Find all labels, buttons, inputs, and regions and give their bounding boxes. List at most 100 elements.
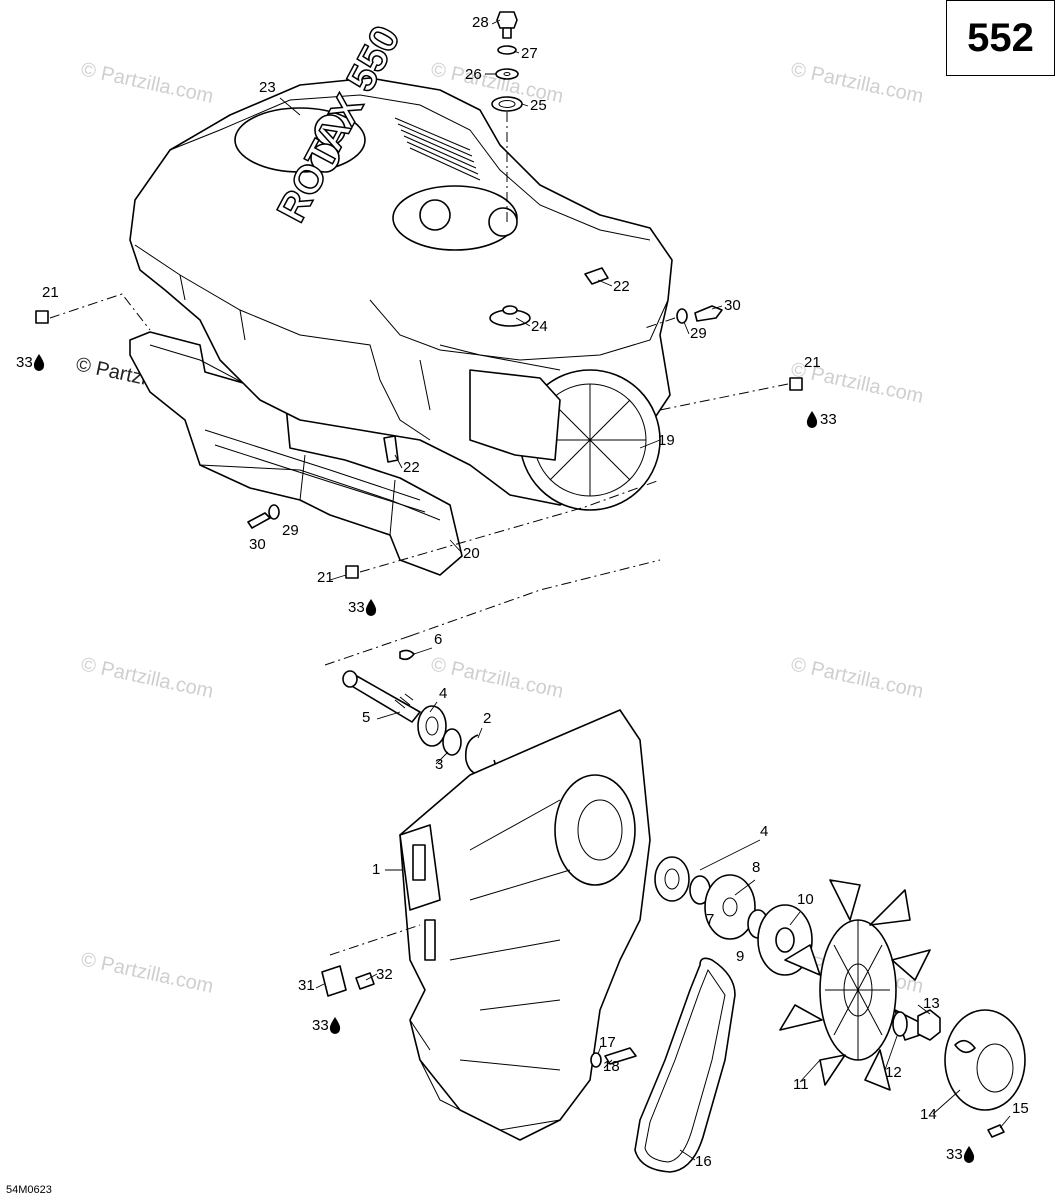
callout-label: 13: [923, 995, 940, 1012]
watermark-text: © Partzilla.com: [79, 948, 215, 998]
callout-33[interactable]: 33: [806, 411, 837, 428]
bearing-4-upper-inner: [425, 716, 439, 736]
watermark-text: © Partzilla.com: [429, 653, 565, 703]
callout-label: 9: [736, 948, 744, 965]
screw-30-right[interactable]: [694, 305, 723, 322]
cooling-fan-11[interactable]: [779, 879, 936, 1091]
callout-7[interactable]: 7: [706, 911, 714, 928]
callout-label: 33: [312, 1017, 329, 1034]
callout-33[interactable]: 33: [946, 1146, 975, 1163]
woodruff-key-6[interactable]: [399, 649, 415, 661]
page-number: 552: [967, 15, 1034, 60]
callout-30[interactable]: 30: [249, 536, 266, 553]
callout-label: 22: [613, 278, 630, 295]
callout-4[interactable]: 4: [439, 685, 447, 702]
callout-label: 8: [752, 859, 760, 876]
screw-15[interactable]: [987, 1124, 1005, 1138]
callout-1[interactable]: 1: [372, 861, 380, 878]
callout-33[interactable]: 33: [16, 354, 45, 371]
callout-6[interactable]: 6: [434, 631, 442, 648]
callout-5[interactable]: 5: [362, 709, 370, 726]
washer-17[interactable]: [590, 1052, 602, 1068]
callout-10[interactable]: 10: [797, 891, 814, 908]
callout-29[interactable]: 29: [690, 325, 707, 342]
callout-label: 21: [42, 284, 59, 301]
callout-24[interactable]: 24: [531, 318, 548, 335]
callout-9[interactable]: 9: [736, 948, 744, 965]
callout-21[interactable]: 21: [317, 569, 334, 586]
callout-21[interactable]: 21: [42, 284, 59, 301]
callout-28[interactable]: 28: [472, 14, 489, 31]
drive-belt-16[interactable]: [634, 957, 736, 1173]
callout-8[interactable]: 8: [752, 859, 760, 876]
callout-29[interactable]: 29: [282, 522, 299, 539]
callout-2[interactable]: 2: [483, 710, 491, 727]
callout-22[interactable]: 22: [613, 278, 630, 295]
callout-33[interactable]: 33: [312, 1017, 341, 1034]
pulley-half-8[interactable]: [704, 874, 756, 940]
callout-3[interactable]: 3: [435, 756, 443, 773]
callout-26[interactable]: 26: [465, 66, 482, 83]
callout-17[interactable]: 17: [599, 1034, 616, 1051]
screw-30-left[interactable]: [247, 512, 271, 529]
clamp-31[interactable]: [321, 965, 347, 997]
washer-27[interactable]: [497, 45, 517, 55]
callout-label: 21: [804, 354, 821, 371]
callout-13[interactable]: 13: [923, 995, 940, 1012]
callout-21[interactable]: 21: [804, 354, 821, 371]
bolt-28-shank: [502, 27, 512, 39]
fan-cover-cap-opening: [954, 1039, 976, 1054]
callout-14[interactable]: 14: [920, 1106, 937, 1123]
washer-29-left[interactable]: [268, 504, 280, 520]
cable-clip-lower[interactable]: [383, 435, 399, 463]
screw-21-left[interactable]: [35, 310, 49, 324]
fan-housing-mount-centerline: [329, 924, 421, 956]
callout-15[interactable]: 15: [1012, 1100, 1029, 1117]
callout-23[interactable]: 23: [259, 79, 276, 96]
callout-20[interactable]: 20: [463, 545, 480, 562]
callout-label: 20: [463, 545, 480, 562]
washer-26[interactable]: [495, 68, 519, 80]
callout-25[interactable]: 25: [530, 97, 547, 114]
callout-19[interactable]: 19: [658, 432, 675, 449]
cable-clip-upper[interactable]: [584, 267, 609, 285]
air-shroud-assembly: ROTAX 550: [129, 18, 673, 576]
fan-housing-bore: [554, 774, 636, 886]
callout-label: 11: [793, 1076, 809, 1093]
callout-12[interactable]: 12: [885, 1064, 902, 1081]
callout-30[interactable]: 30: [724, 297, 741, 314]
callout-4[interactable]: 4: [760, 823, 768, 840]
callout-label: 30: [724, 297, 741, 314]
shroud-window-frame: [419, 344, 561, 411]
washer-29-right[interactable]: [676, 308, 688, 324]
bearing-4-lower[interactable]: [654, 856, 690, 902]
callout-27[interactable]: 27: [521, 45, 538, 62]
nut-13[interactable]: [917, 1009, 941, 1041]
callout-label: 33: [946, 1146, 963, 1163]
callout-label: 16: [695, 1153, 712, 1170]
grommet-25[interactable]: [491, 96, 523, 112]
callout-label: 4: [439, 685, 447, 702]
page-number-box: 552: [946, 0, 1055, 76]
lock-washer-12[interactable]: [892, 1011, 908, 1037]
pulley-half-8-hub: [722, 897, 738, 917]
callout-18[interactable]: 18: [603, 1058, 620, 1075]
fan-cover-cap-14[interactable]: [944, 1009, 1026, 1111]
pulley-half-10-hub: [775, 927, 795, 953]
screw-21-right[interactable]: [789, 377, 803, 391]
callout-label: 21: [317, 569, 334, 586]
callout-31[interactable]: 31: [298, 977, 315, 994]
fan-housing-1[interactable]: [399, 709, 651, 1141]
callout-22[interactable]: 22: [403, 459, 420, 476]
callout-32[interactable]: 32: [376, 966, 393, 983]
screw-18[interactable]: [604, 1047, 637, 1065]
screw-21-bottom[interactable]: [345, 565, 359, 579]
shroud-support-bracket[interactable]: [129, 331, 463, 576]
callout-16[interactable]: 16: [695, 1153, 712, 1170]
spacer-3[interactable]: [442, 728, 462, 756]
callout-33[interactable]: 33: [348, 599, 377, 616]
callout-11[interactable]: 11: [793, 1076, 809, 1093]
screw-32[interactable]: [355, 972, 375, 990]
bolt-28[interactable]: [496, 11, 518, 29]
bearing-4-upper[interactable]: [417, 705, 447, 747]
